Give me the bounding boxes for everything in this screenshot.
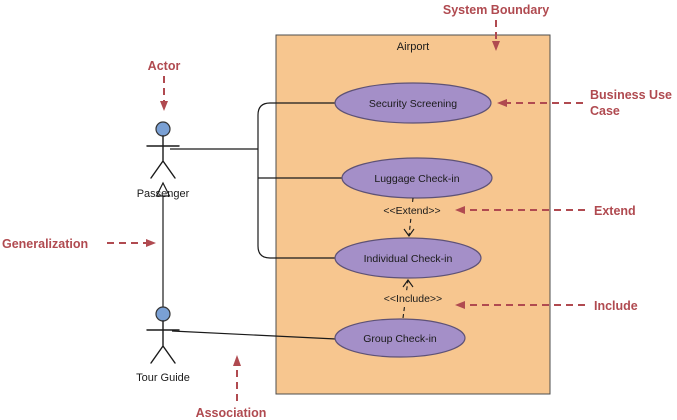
- annotation-association-label: Association: [196, 406, 267, 420]
- include-label-background: [376, 291, 450, 305]
- use-case-security-screening: Security Screening: [334, 82, 492, 124]
- use-case-label: Group Check-in: [363, 333, 437, 345]
- include-relationship: <<Include>>: [376, 279, 450, 319]
- use-case-individual-check-in: Individual Check-in: [334, 237, 482, 279]
- use-case-label: Security Screening: [369, 98, 457, 110]
- extend-dashed-line: [408, 197, 414, 237]
- extend-arrowhead-icon: [403, 228, 415, 237]
- association-links-passenger: [170, 102, 343, 259]
- annotation-arrowhead-icon: [146, 239, 156, 247]
- include-stereotype-label: <<Include>>: [384, 293, 442, 305]
- use-case-ellipse: [334, 82, 492, 124]
- association-line-passenger-security-individual: [257, 102, 336, 259]
- annotation-generalization-label: Generalization: [2, 237, 88, 251]
- annotation-arrowhead-icon: [160, 101, 168, 111]
- extend-relationship: <<Extend>>: [376, 197, 448, 237]
- annotation-business-use-case-label-line1: Business Use: [590, 88, 672, 102]
- annotation-system-boundary: System Boundary: [443, 3, 549, 51]
- annotation-generalization: Generalization: [2, 237, 156, 251]
- annotation-system-boundary-label: System Boundary: [443, 3, 549, 17]
- annotation-include: Include: [455, 299, 638, 313]
- annotation-include-label: Include: [594, 299, 638, 313]
- annotation-arrowhead-icon: [233, 355, 241, 366]
- generalization-triangle-icon: [155, 181, 171, 197]
- annotation-arrowhead-icon: [455, 206, 465, 214]
- include-arrowhead-icon: [402, 279, 414, 288]
- annotation-arrowhead-icon: [455, 301, 465, 309]
- annotation-business-use-case: Business Use Case: [497, 88, 672, 118]
- annotation-extend: Extend: [455, 204, 636, 218]
- use-case-ellipse: [334, 237, 482, 279]
- annotation-business-use-case-label-line2: Case: [590, 104, 620, 118]
- include-dashed-line: [402, 279, 409, 319]
- actor-body-icon: [146, 135, 180, 179]
- extend-label-background: [376, 203, 448, 217]
- actor-head-icon: [155, 121, 171, 137]
- use-case-group-check-in: Group Check-in: [334, 318, 466, 358]
- actor-passenger: Passenger: [137, 121, 190, 200]
- use-case-label: Individual Check-in: [364, 253, 453, 265]
- actor-passenger-label: Passenger: [137, 188, 190, 200]
- generalization-link: [155, 181, 171, 307]
- annotation-arrowhead-icon: [492, 41, 500, 51]
- annotation-association: Association: [196, 355, 267, 420]
- actor-tour-guide-label: Tour Guide: [136, 372, 190, 384]
- annotation-actor: Actor: [148, 59, 181, 111]
- system-boundary-title: Airport: [397, 41, 429, 53]
- annotation-actor-label: Actor: [148, 59, 181, 73]
- annotation-arrowhead-icon: [497, 99, 507, 107]
- extend-stereotype-label: <<Extend>>: [383, 205, 440, 217]
- association-line-tourguide-groupcheckin: [171, 330, 337, 340]
- use-case-luggage-check-in: Luggage Check-in: [341, 157, 493, 199]
- actor-body-icon: [146, 320, 180, 364]
- actor-tour-guide: Tour Guide: [136, 306, 190, 384]
- use-case-label: Luggage Check-in: [374, 173, 459, 185]
- actor-head-icon: [155, 306, 171, 322]
- use-case-ellipse: [341, 157, 493, 199]
- use-case-ellipse: [334, 318, 466, 358]
- annotation-extend-label: Extend: [594, 204, 636, 218]
